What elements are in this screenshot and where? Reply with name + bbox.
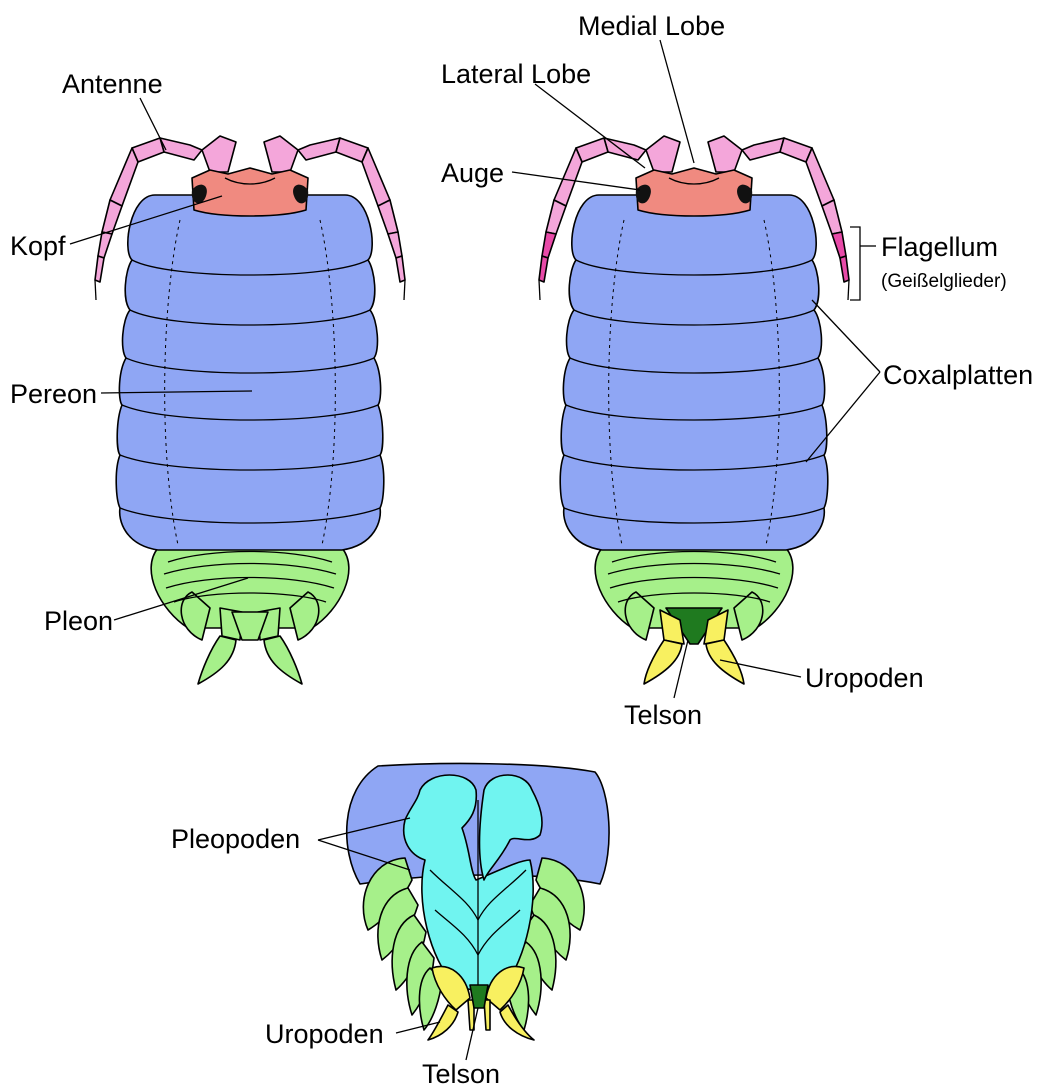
label-uropoden-top: Uropoden (805, 663, 924, 693)
label-geisselglieder: (Geißelglieder) (881, 271, 1007, 292)
label-pereon: Pereon (10, 379, 97, 409)
isopod-left (95, 136, 405, 684)
isopod-right (539, 136, 849, 684)
label-kopf: Kopf (10, 231, 66, 261)
label-flagellum: Flagellum (881, 232, 998, 262)
label-auge: Auge (441, 158, 504, 188)
label-telson-bottom: Telson (422, 1059, 500, 1089)
label-pleopoden: Pleopoden (171, 824, 300, 854)
label-coxalplatten: Coxalplatten (883, 360, 1033, 390)
label-pleon: Pleon (44, 606, 113, 636)
label-antenne: Antenne (62, 69, 163, 99)
label-uropoden-bottom: Uropoden (265, 1019, 384, 1049)
telson-ventral-figure (470, 985, 488, 1008)
label-lateral-lobe: Lateral Lobe (441, 59, 591, 89)
isopod-ventral (347, 764, 609, 1040)
label-telson-top: Telson (624, 700, 702, 730)
label-medial-lobe: Medial Lobe (578, 11, 725, 41)
